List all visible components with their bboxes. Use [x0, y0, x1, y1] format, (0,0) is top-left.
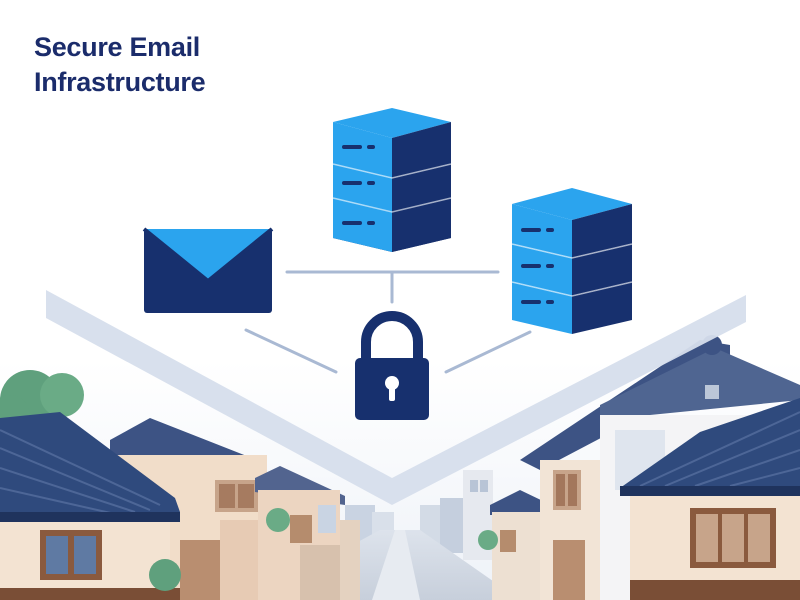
title-line-1: Secure Email — [34, 32, 200, 62]
right-houses — [478, 335, 800, 600]
connector-lines — [244, 270, 532, 374]
page-title: Secure Email Infrastructure — [34, 30, 206, 100]
title-line-2: Infrastructure — [34, 67, 206, 97]
left-houses — [0, 370, 360, 600]
